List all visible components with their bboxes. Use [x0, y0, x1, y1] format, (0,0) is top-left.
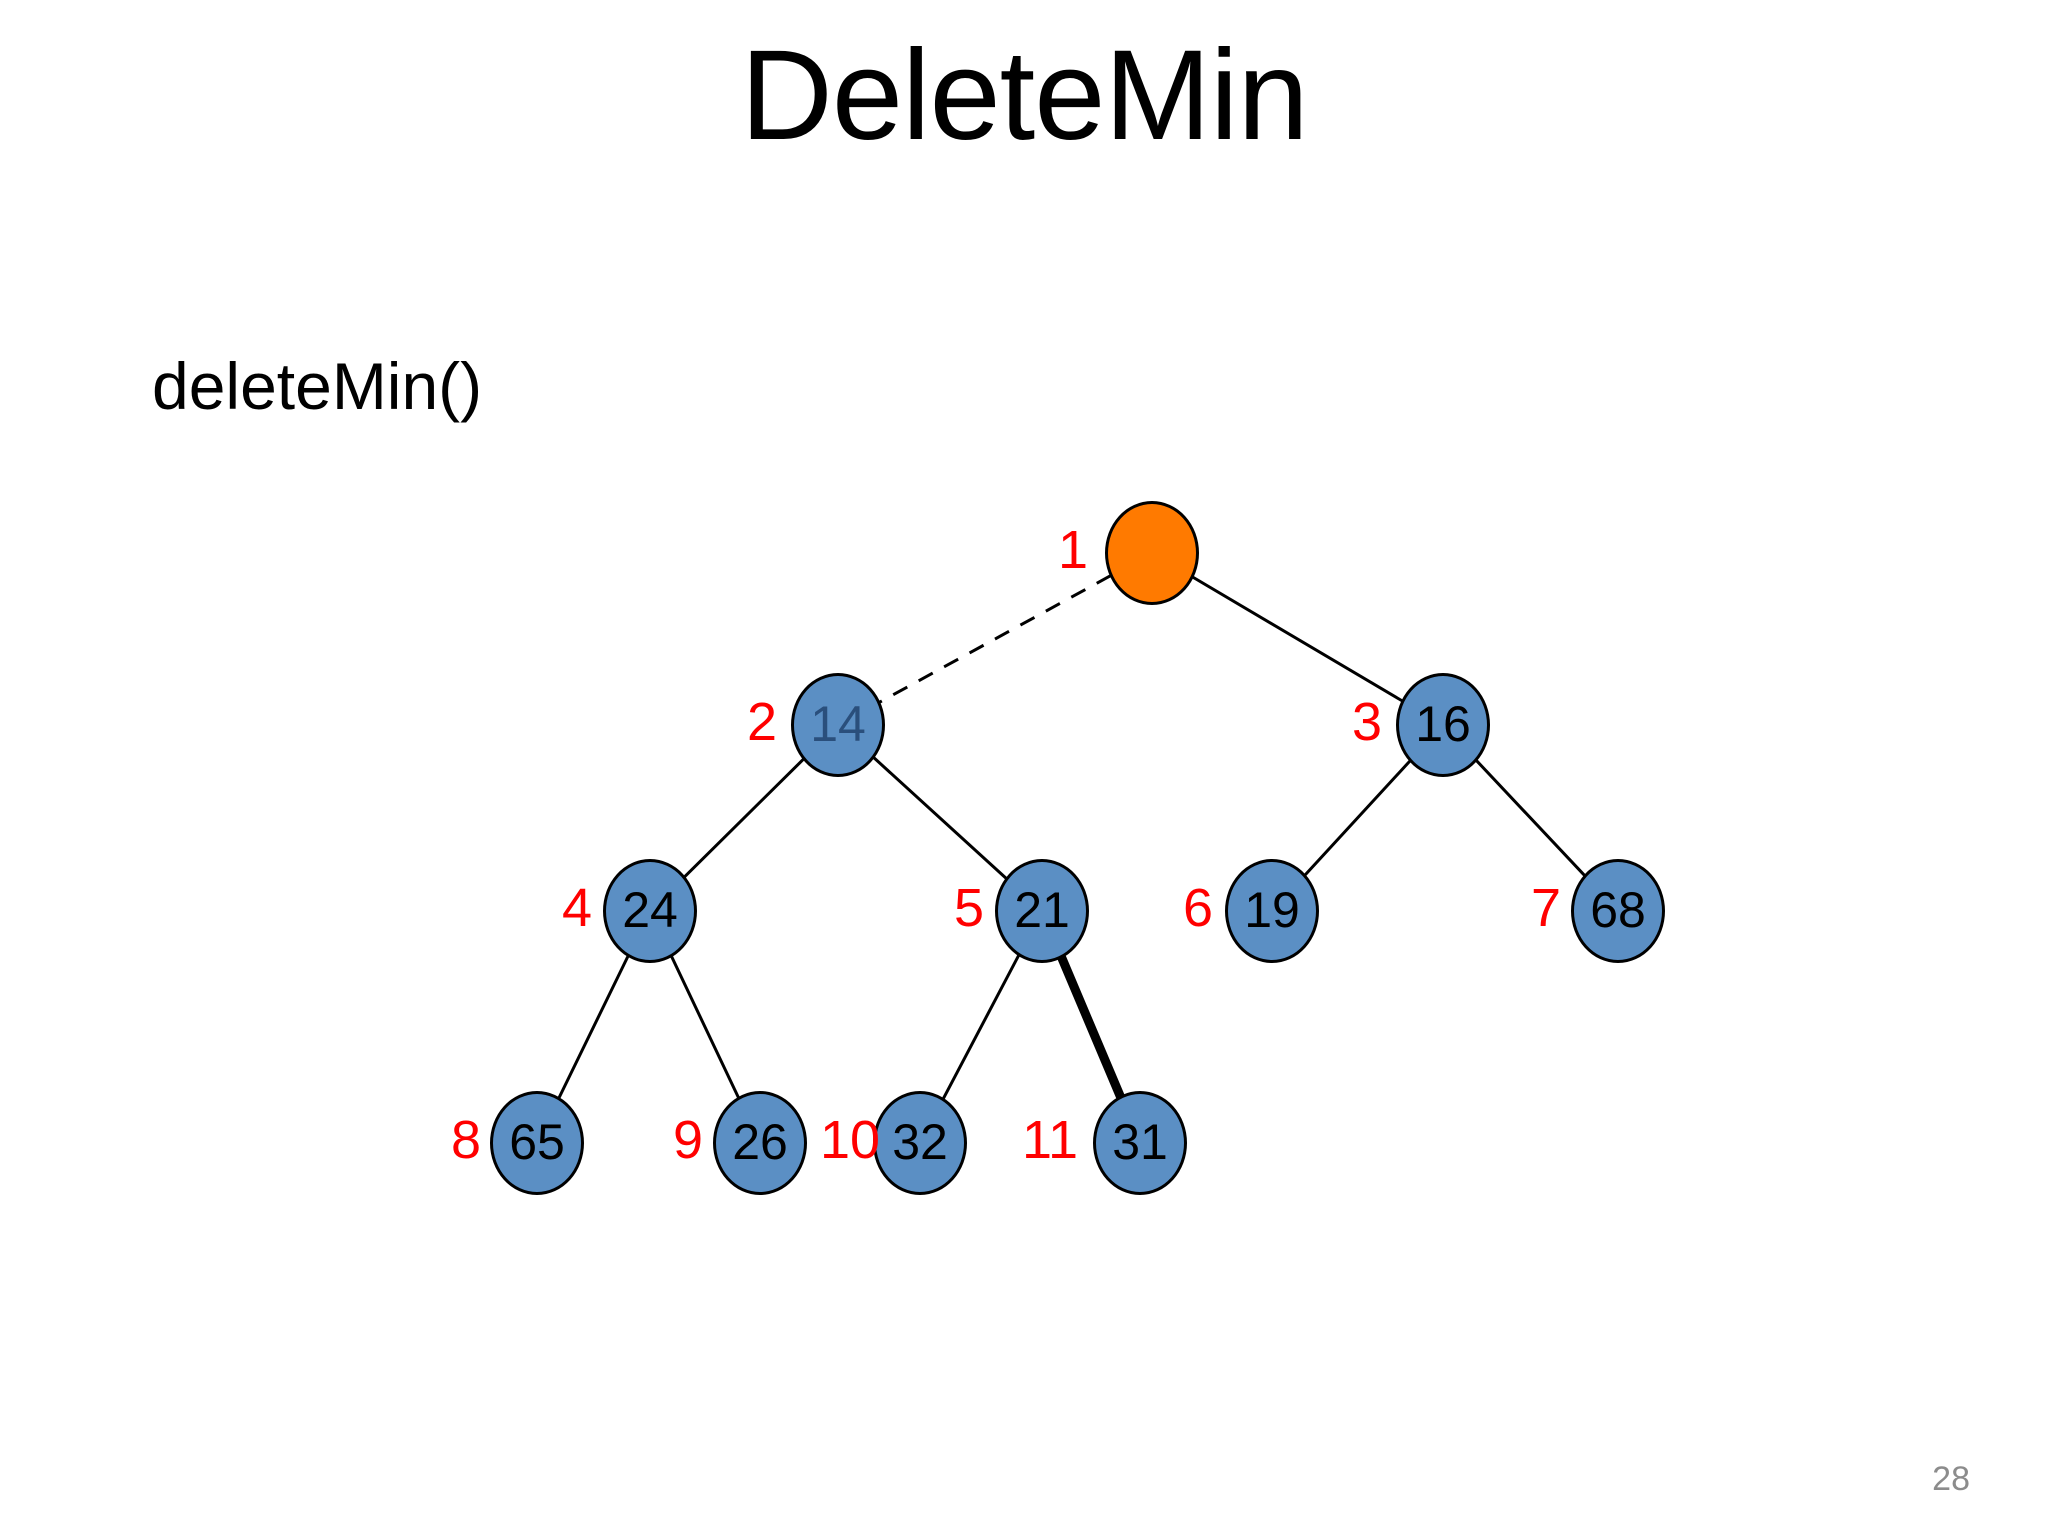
- tree-node-31[interactable]: 31: [1093, 1091, 1187, 1195]
- tree-node-index-9: 9: [673, 1110, 704, 1170]
- tree-node-index-3: 3: [1352, 692, 1383, 752]
- tree-edge-n5-n10: [941, 954, 1021, 1100]
- tree-node-index-10: 10: [820, 1110, 881, 1170]
- tree-node-26[interactable]: 26: [713, 1091, 807, 1195]
- tree-node-index-6: 6: [1183, 878, 1214, 938]
- tree-node-index-11: 11: [1022, 1110, 1079, 1170]
- tree-edge-n2-n4: [683, 757, 805, 879]
- tree-edge-n4-n8: [557, 955, 630, 1099]
- tree-node-index-5: 5: [954, 878, 985, 938]
- tree-node-empty-root[interactable]: [1105, 501, 1199, 605]
- tree-node-label: 32: [892, 1114, 948, 1170]
- tree-node-16[interactable]: 16: [1396, 673, 1490, 777]
- tree-node-index-8: 8: [451, 1110, 482, 1170]
- page-title: DeleteMin: [740, 24, 1308, 167]
- tree-node-21[interactable]: 21: [995, 859, 1089, 963]
- tree-node-index-4: 4: [562, 878, 593, 938]
- tree-edge-n3-n6: [1303, 759, 1412, 877]
- tree-node-19[interactable]: 19: [1225, 859, 1319, 963]
- tree-edge-n4-n9: [670, 955, 740, 1099]
- tree-edge-n1-n3: [1191, 575, 1404, 703]
- tree-edge-n2-n5: [872, 756, 1008, 880]
- tree-edge-layer: [557, 574, 1586, 1100]
- tree-node-24[interactable]: 24: [603, 859, 697, 963]
- tree-node-index-1: 1: [1058, 520, 1089, 580]
- tree-node-index-2: 2: [747, 692, 778, 752]
- tree-node-65[interactable]: 65: [490, 1091, 584, 1195]
- tree-node-label: 26: [732, 1114, 788, 1170]
- body-text-deletemin: deleteMin(): [152, 349, 483, 423]
- page-number: 28: [1932, 1460, 1970, 1498]
- tree-node-68[interactable]: 68: [1571, 859, 1665, 963]
- tree-node-label: 16: [1415, 696, 1471, 752]
- tree-edge-n3-n7: [1475, 759, 1586, 877]
- tree-node-label: 31: [1112, 1114, 1168, 1170]
- tree-node-14[interactable]: 14: [791, 673, 885, 777]
- tree-node-label: 65: [509, 1114, 565, 1170]
- tree-node-label: 14: [810, 696, 866, 752]
- tree-node-label: 21: [1014, 882, 1070, 938]
- tree-node-label: 24: [622, 882, 678, 938]
- tree-edge-n5-n11: [1057, 955, 1125, 1099]
- tree-node-32[interactable]: 32: [873, 1091, 967, 1195]
- tree-node-index-7: 7: [1531, 878, 1562, 938]
- tree-node-label: 68: [1590, 882, 1646, 938]
- tree-node-label: 19: [1244, 882, 1300, 938]
- tree-edge-n1-n2: [878, 574, 1112, 704]
